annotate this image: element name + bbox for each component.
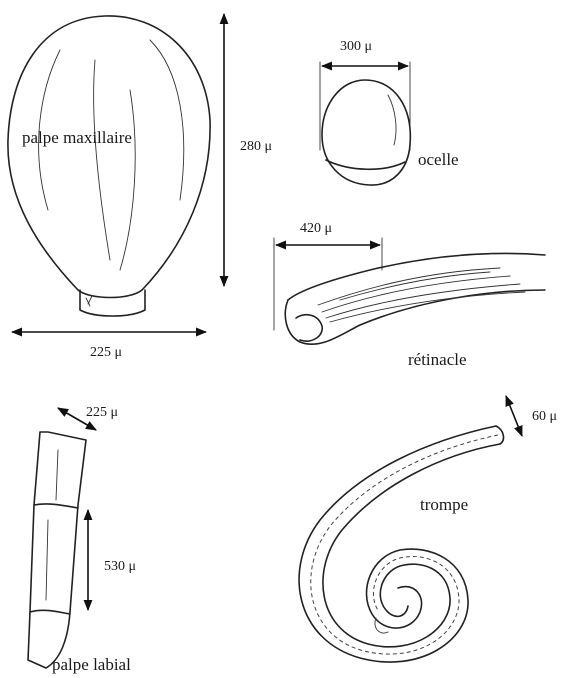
retinacle-width-label: 420 μ	[300, 221, 332, 236]
palpe-maxillaire-width-label: 225 μ	[90, 345, 122, 360]
ocelle-width-label: 300 μ	[340, 39, 372, 54]
retinacle-label: rétinacle	[408, 350, 467, 369]
palpe-labial-drawing	[28, 432, 86, 668]
palpe-maxillaire-height-label: 280 μ	[240, 139, 272, 154]
palpe-maxillaire-label: palpe maxillaire	[22, 128, 132, 147]
trompe-label: trompe	[420, 495, 468, 514]
retinacle-drawing	[285, 253, 545, 344]
retinacle-dimension-arrow	[274, 238, 382, 330]
trompe-drawing	[299, 426, 503, 662]
palpe-labial-length-label: 530 μ	[104, 559, 136, 574]
trompe-width-arrow	[506, 396, 522, 436]
ocelle-drawing	[322, 80, 410, 185]
trompe-width-label: 60 μ	[532, 409, 557, 424]
palpe-maxillaire-drawing	[8, 16, 210, 316]
ocelle-label: ocelle	[418, 150, 459, 169]
ocelle-dimension-arrow	[320, 62, 410, 150]
palpe-labial-label: palpe labial	[52, 655, 131, 674]
palpe-labial-width-label: 225 μ	[86, 405, 118, 420]
